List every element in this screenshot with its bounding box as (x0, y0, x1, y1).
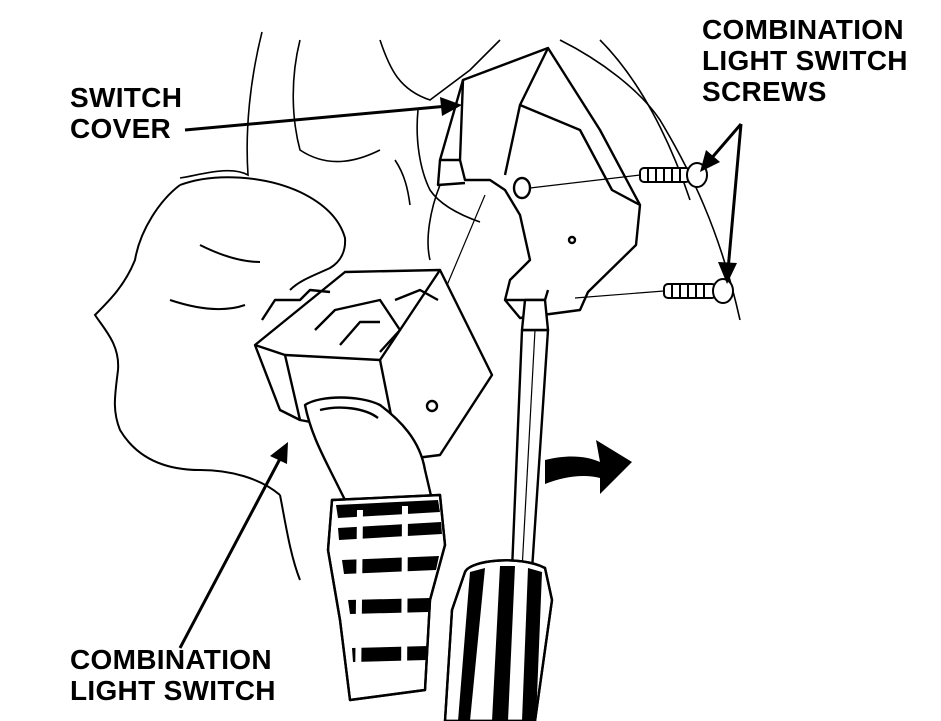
screws-label: COMBINATION LIGHT SWITCH SCREWS (702, 14, 908, 107)
screwdriver (443, 298, 554, 721)
screws-label-line-2: LIGHT SWITCH (702, 45, 908, 76)
switch-stalk (303, 396, 447, 702)
screws-label-line-3: SCREWS (702, 76, 827, 107)
column-shroud (93, 176, 347, 581)
knob-grip-bands (336, 500, 442, 662)
steering-column-outline (179, 31, 741, 321)
leader-arrowheads (270, 97, 737, 464)
screw-alignment-lines (444, 174, 665, 299)
switch-cover-label-line-1: SWITCH (70, 82, 183, 113)
combination-switch-label-line-1: COMBINATION (70, 644, 272, 675)
screw-lower (663, 278, 734, 304)
combination-switch-label: COMBINATION LIGHT SWITCH (70, 644, 276, 706)
screws-label-line-1: COMBINATION (702, 14, 904, 45)
rotation-arrow (545, 440, 632, 494)
leader-lines (178, 104, 743, 649)
switch-cover-label-line-2: COVER (70, 113, 172, 144)
combination-switch-label-line-2: LIGHT SWITCH (70, 675, 276, 706)
switch-cover (436, 46, 642, 320)
screw-upper (639, 162, 708, 188)
switch-cover-label: SWITCH COVER (70, 82, 182, 144)
